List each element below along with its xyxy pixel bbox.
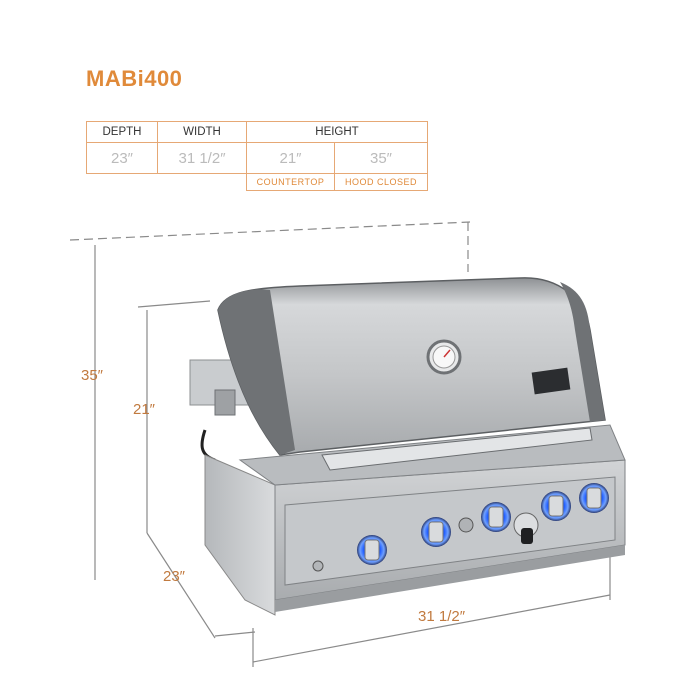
model-title: MABi400 [86, 66, 183, 91]
knob-icon [421, 517, 451, 547]
knob-icon [579, 483, 609, 513]
countertop-height-value: 21″ [246, 142, 335, 174]
dimension-lines [69, 221, 611, 667]
base-trim [275, 545, 625, 612]
bottom-guide [214, 631, 256, 637]
light-switch-icon [312, 560, 324, 572]
width-line [252, 594, 611, 663]
depth-line [146, 532, 216, 639]
thermometer-icon [426, 339, 462, 375]
knob-icon [513, 512, 539, 544]
top-dashed-line [69, 221, 471, 241]
logo-plate [531, 367, 571, 395]
control-knobs [312, 483, 609, 572]
hood-handle [321, 427, 593, 471]
knob-icon [357, 535, 387, 565]
counter-top-guide [137, 300, 211, 308]
hood-right-trim [560, 282, 605, 422]
counter-height-label: 21″ [133, 401, 155, 418]
knob-icon [481, 502, 511, 532]
hood-closed-subheader: HOOD CLOSED [334, 173, 428, 191]
depth-label: 23″ [163, 568, 185, 585]
knob-icon [541, 491, 571, 521]
spec-table: DEPTH WIDTH HEIGHT 23″ 31 1/2″ 21″ 35″ C… [86, 121, 428, 191]
countertop-subheader: COUNTERTOP [246, 173, 335, 191]
width-value: 31 1/2″ [157, 142, 247, 174]
hood-height-label: 35″ [81, 367, 103, 384]
width-label: 31 1/2″ [418, 608, 466, 625]
hood-side-trim [218, 289, 295, 455]
hood-closed-height-value: 35″ [334, 142, 428, 174]
igniter-button-icon [458, 517, 474, 533]
body-side-panel [204, 454, 276, 616]
